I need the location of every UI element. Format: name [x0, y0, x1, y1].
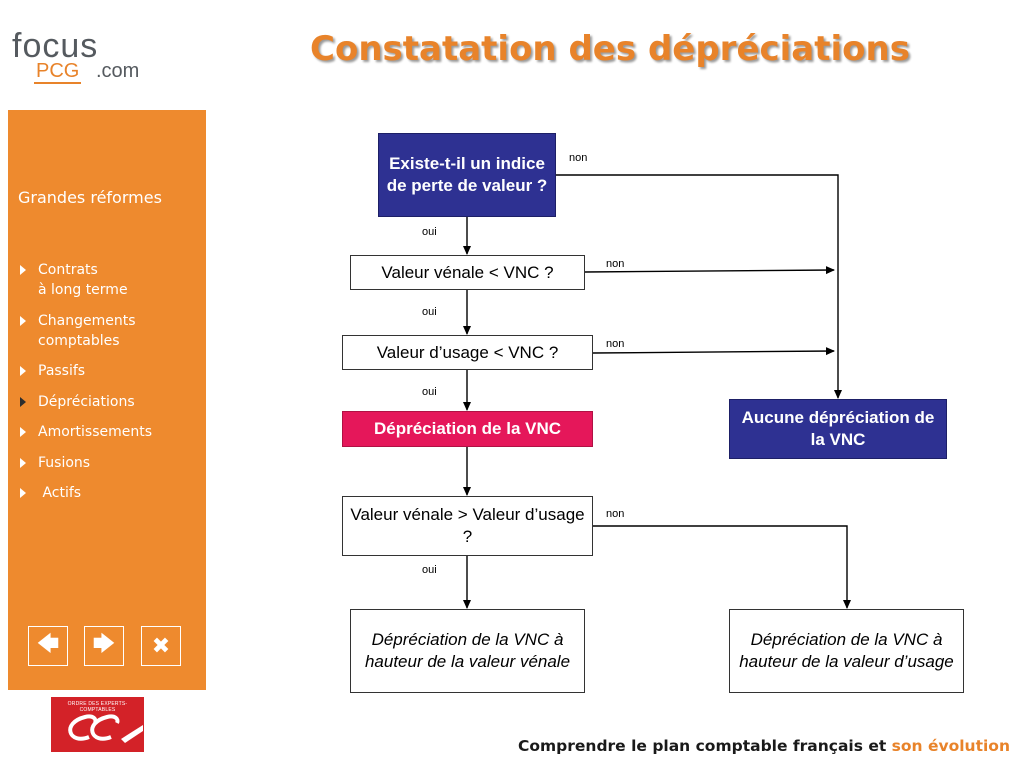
- prev-button[interactable]: 🡄: [28, 626, 68, 666]
- connector-q4-usage: [593, 525, 851, 609]
- result-depreciation-usage: Dépréciation de la VNC à hauteur de la v…: [729, 609, 964, 693]
- result-aucune-depreciation: Aucune dépréciation de la VNC: [729, 399, 947, 459]
- question-indice-perte: Existe-t-il un indice de perte de valeur…: [378, 133, 556, 217]
- question-valeur-venale: Valeur vénale < VNC ?: [350, 255, 585, 290]
- close-icon: ✖: [151, 633, 171, 659]
- bullet-arrow-icon: [20, 265, 26, 275]
- footer-tagline: Comprendre le plan comptable français et…: [518, 737, 1010, 755]
- sidebar-item-contrats[interactable]: Contrats à long terme: [18, 260, 203, 300]
- label-oui: oui: [422, 306, 437, 318]
- label-oui: oui: [422, 386, 437, 398]
- logo-focus-text: focus: [12, 27, 99, 65]
- bullet-arrow-icon: [20, 366, 26, 376]
- label-oui: oui: [422, 226, 437, 238]
- sidebar-item-fusions[interactable]: Fusions: [18, 453, 203, 473]
- close-button[interactable]: ✖: [141, 626, 181, 666]
- focus-pcg-logo: focus PCG .com: [12, 26, 172, 86]
- label-non: non: [606, 508, 625, 520]
- bullet-arrow-icon: [20, 488, 26, 498]
- sidebar-item-label: Dépréciations: [38, 393, 135, 410]
- ec-monogram-icon: [68, 714, 143, 743]
- sidebar-item-label: Passifs: [38, 363, 86, 379]
- footer-text: Comprendre le plan comptable français et: [517, 737, 892, 755]
- sidebar-item-depreciations[interactable]: Dépréciations: [18, 392, 203, 412]
- arrow-right-icon: 🡆: [92, 632, 116, 657]
- logo-pcg-text: PCG: [34, 60, 82, 84]
- logo-com-text: .com: [96, 60, 140, 82]
- arrow-left-icon: 🡄: [36, 632, 60, 657]
- experts-comptables-logo: ORDRE DES EXPERTS-COMPTABLES: [51, 697, 144, 752]
- sidebar-item-label: Amortissements: [38, 424, 153, 440]
- badge-text: ORDRE DES EXPERTS-COMPTABLES: [67, 701, 128, 713]
- sidebar-item-label-line2: comptables: [38, 332, 120, 349]
- question-valeur-usage: Valeur d’usage < VNC ?: [342, 335, 593, 370]
- sidebar-item-passifs[interactable]: Passifs: [18, 361, 203, 381]
- sidebar-item-changements[interactable]: Changements comptables: [18, 311, 203, 351]
- sidebar-item-label-line2: à long terme: [38, 282, 128, 298]
- sidebar-nav: Contrats à long terme Changements compta…: [18, 260, 203, 514]
- label-non: non: [606, 258, 625, 270]
- sidebar-item-label: Contrats: [38, 262, 98, 278]
- bullet-arrow-icon: [20, 427, 26, 437]
- footer-accent: son évolution: [891, 737, 1010, 755]
- sidebar-item-amortissements[interactable]: Amortissements: [18, 422, 203, 442]
- next-button[interactable]: 🡆: [84, 626, 124, 666]
- connector-q2-none: [584, 266, 835, 275]
- result-depreciation-vnc: Dépréciation de la VNC: [342, 411, 593, 447]
- sidebar-item-label: Changements: [38, 312, 136, 329]
- label-non: non: [569, 152, 588, 164]
- sidebar-heading: Grandes réformes: [18, 188, 162, 207]
- question-venale-vs-usage: Valeur vénale > Valeur d’usage ?: [342, 496, 593, 556]
- page-title: Constatation des dépréciations: [310, 29, 910, 69]
- result-depreciation-venale: Dépréciation de la VNC à hauteur de la v…: [350, 609, 585, 693]
- sidebar-item-actifs[interactable]: Actifs: [18, 483, 203, 503]
- label-oui: oui: [422, 564, 437, 576]
- sidebar: Grandes réformes Contrats à long terme C…: [8, 110, 206, 690]
- sidebar-item-label: Fusions: [38, 454, 91, 471]
- label-non: non: [606, 338, 625, 350]
- connector-q1-none: [556, 174, 842, 399]
- bullet-arrow-icon: [20, 396, 26, 407]
- connector-q3-none: [592, 347, 835, 356]
- bullet-arrow-icon: [20, 315, 26, 326]
- bullet-arrow-icon: [20, 457, 26, 468]
- sidebar-item-label: Actifs: [38, 485, 82, 501]
